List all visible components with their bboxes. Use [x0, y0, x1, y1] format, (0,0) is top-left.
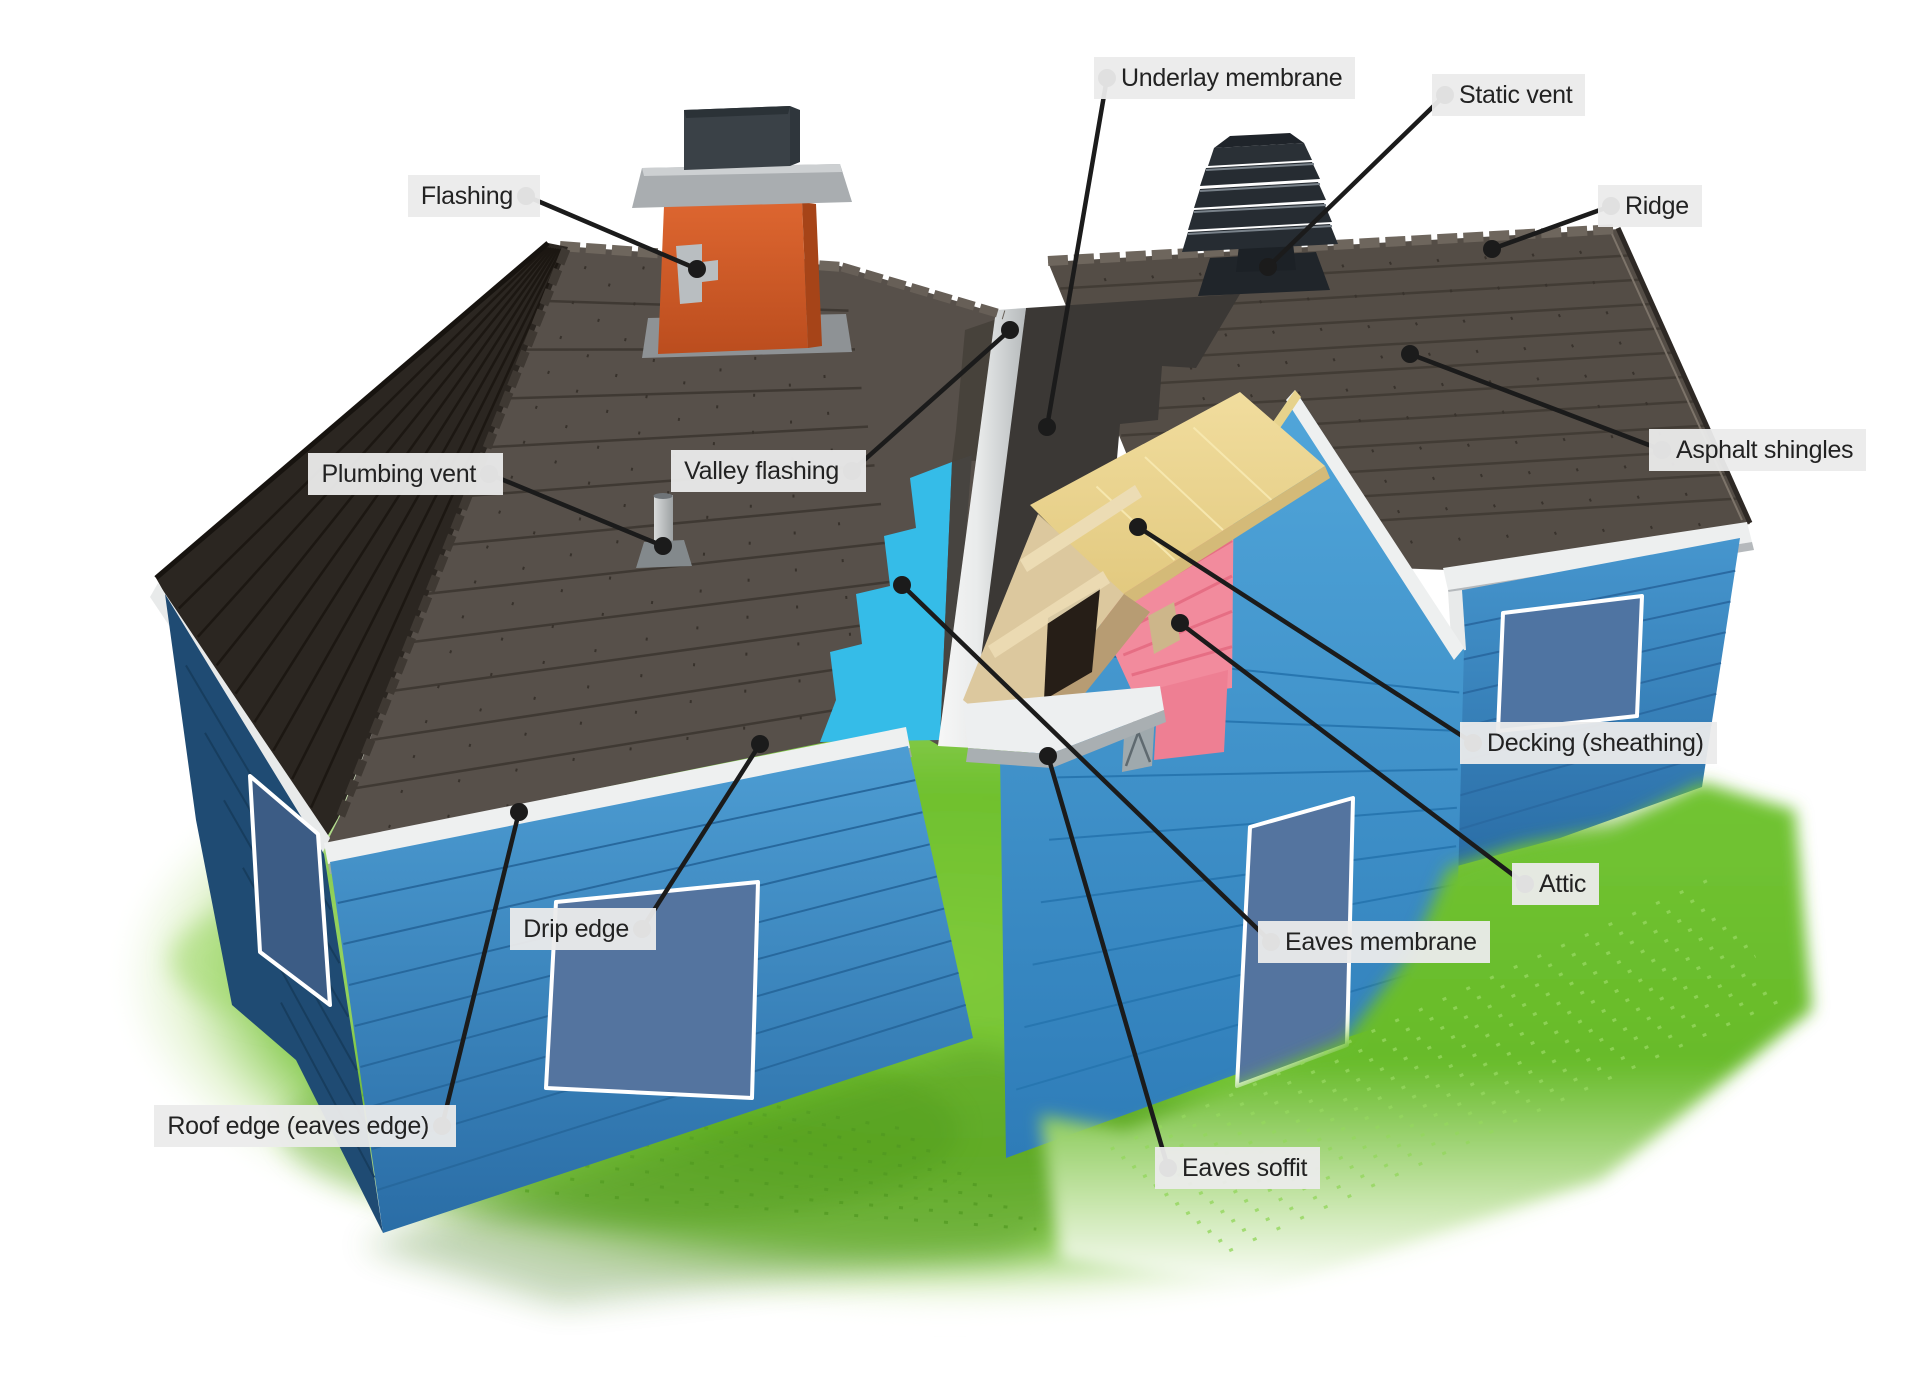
callout-label-eaves-membrane: Eaves membrane	[1258, 921, 1490, 963]
plumbing-vent-pipe	[654, 495, 673, 551]
chimney-body-side	[802, 202, 822, 348]
plywood-thickness	[1120, 466, 1330, 608]
callout-line-ridge	[1491, 203, 1612, 252]
eaves-soffit-fascia	[963, 686, 1164, 754]
callout-label-attic: Attic	[1512, 863, 1600, 905]
callout-label-eaves-soffit: Eaves soffit	[1155, 1147, 1321, 1189]
valley-dark-sliver	[940, 455, 972, 742]
west-window	[248, 774, 332, 1007]
chimney-body	[658, 202, 808, 354]
callout-anchor-static-vent	[1259, 258, 1277, 276]
callout-anchor-eaves-soffit	[1039, 747, 1057, 765]
callout-line-plumbing-vent	[488, 471, 664, 549]
purlin	[1020, 485, 1142, 572]
callout-anchor-underlay-membrane	[1038, 418, 1056, 436]
callout-line-drip-edge	[640, 742, 762, 931]
eaves-soffit-shadow	[966, 710, 1166, 768]
static-vent-cap-top	[1214, 133, 1304, 148]
callout-anchor-plumbing-vent	[654, 537, 672, 555]
callout-label-roof-edge-eaves-edge: Roof edge (eaves edge)	[154, 1105, 456, 1147]
gable-rake-fascia	[1286, 390, 1464, 660]
callout-label-valley-flashing: Valley flashing	[671, 450, 866, 492]
callout-anchor-ridge	[1483, 240, 1501, 258]
callout-label-ridge: Ridge	[1598, 185, 1702, 227]
wood-block	[1148, 602, 1180, 654]
right-ridge-caps	[1047, 224, 1619, 266]
chimney-flue-top	[684, 106, 790, 118]
chimney-flue-side	[790, 106, 800, 166]
callout-anchor-asphalt-shingles	[1401, 345, 1419, 363]
callout-line-attic	[1178, 621, 1527, 886]
callout-line-roof-edge-eaves-edge	[439, 811, 522, 1127]
left-eave-drip-edge	[324, 727, 910, 864]
callout-label-decking-sheathing: Decking (sheathing)	[1460, 722, 1717, 764]
eaves-membrane-cyan	[820, 462, 952, 742]
left-ridge-caps	[840, 262, 1006, 320]
right-window	[1496, 594, 1644, 733]
decking-plywood	[1030, 392, 1325, 596]
callout-line-eaves-membrane	[900, 583, 1273, 944]
callout-line-decking-sheathing	[1136, 525, 1475, 745]
callout-label-underlay-membrane: Underlay membrane	[1094, 57, 1356, 99]
callout-anchor-valley-flashing	[1001, 321, 1019, 339]
callout-anchor-drip-edge	[751, 735, 769, 753]
callout-label-flashing: Flashing	[407, 175, 540, 217]
plumbing-vent-top	[653, 493, 673, 499]
callout-anchor-decking-sheathing	[1129, 518, 1147, 536]
insulation-lower	[1154, 670, 1228, 760]
callout-line-underlay-membrane	[1044, 77, 1110, 428]
louver-highlight	[1199, 183, 1321, 192]
callout-line-asphalt-shingles	[1409, 351, 1663, 453]
callout-anchor-attic	[1171, 614, 1189, 632]
callout-anchor-flashing	[688, 260, 706, 278]
side-roof-edge	[154, 241, 550, 580]
callout-label-plumbing-vent: Plumbing vent	[308, 453, 503, 495]
louver-highlight	[1193, 204, 1327, 213]
callout-label-asphalt-shingles: Asphalt shingles	[1649, 429, 1867, 471]
callout-label-static-vent: Static vent	[1432, 74, 1586, 116]
callout-label-drip-edge: Drip edge	[510, 908, 656, 950]
right-rake-highlight	[1611, 233, 1743, 521]
callout-line-flashing	[525, 193, 698, 272]
callout-line-static-vent	[1266, 93, 1447, 269]
callout-line-eaves-soffit	[1045, 755, 1171, 1169]
louver-highlight	[1205, 163, 1315, 171]
underlay-membrane-exposed	[974, 294, 1240, 712]
purlin	[988, 571, 1110, 658]
callout-line-valley-flashing	[850, 328, 1012, 473]
chimney-flue	[684, 106, 790, 170]
hip-ridge-caps	[335, 247, 571, 820]
callout-anchor-roof-edge-eaves-edge	[510, 803, 528, 821]
callout-anchor-eaves-membrane	[893, 576, 911, 594]
static-vent-cap	[1208, 143, 1312, 166]
static-vent-louver	[1182, 224, 1338, 252]
right-rake-edge	[1615, 226, 1753, 525]
right-eave-drip-edge	[1443, 522, 1752, 590]
